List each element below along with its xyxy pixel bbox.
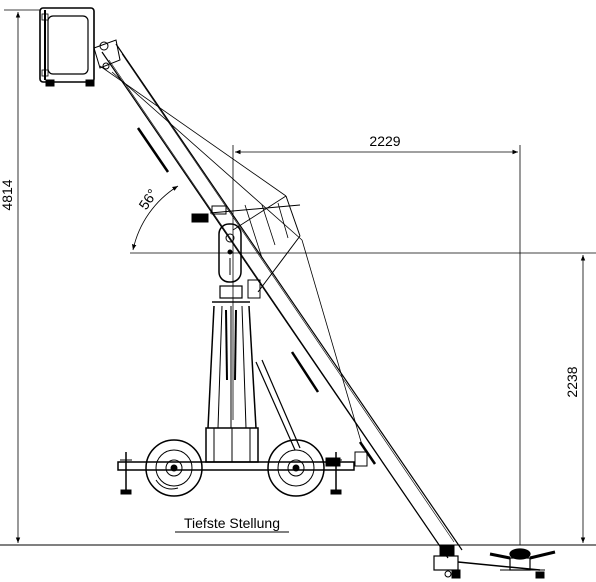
boom-base bbox=[433, 545, 541, 579]
angle-indicator: 56° bbox=[131, 185, 179, 251]
total-height-label: 4814 bbox=[0, 179, 15, 210]
pivot-height-label: 2238 bbox=[564, 366, 580, 397]
angle-label: 56° bbox=[135, 186, 160, 212]
spotlight-head bbox=[39, 7, 121, 87]
tower bbox=[205, 223, 301, 463]
wheel-right bbox=[267, 439, 325, 497]
reach-label: 2229 bbox=[369, 133, 400, 149]
caption: Tiefste Stellung bbox=[184, 515, 280, 531]
wheel-left bbox=[145, 439, 203, 497]
boom-arm bbox=[99, 43, 463, 559]
chassis bbox=[117, 452, 355, 495]
reach-dimension: 2229 bbox=[232, 133, 521, 545]
total-height-dimension: 4814 bbox=[0, 9, 40, 543]
base-plate bbox=[489, 548, 556, 579]
pivot-height-dimension: 2238 bbox=[564, 255, 586, 543]
